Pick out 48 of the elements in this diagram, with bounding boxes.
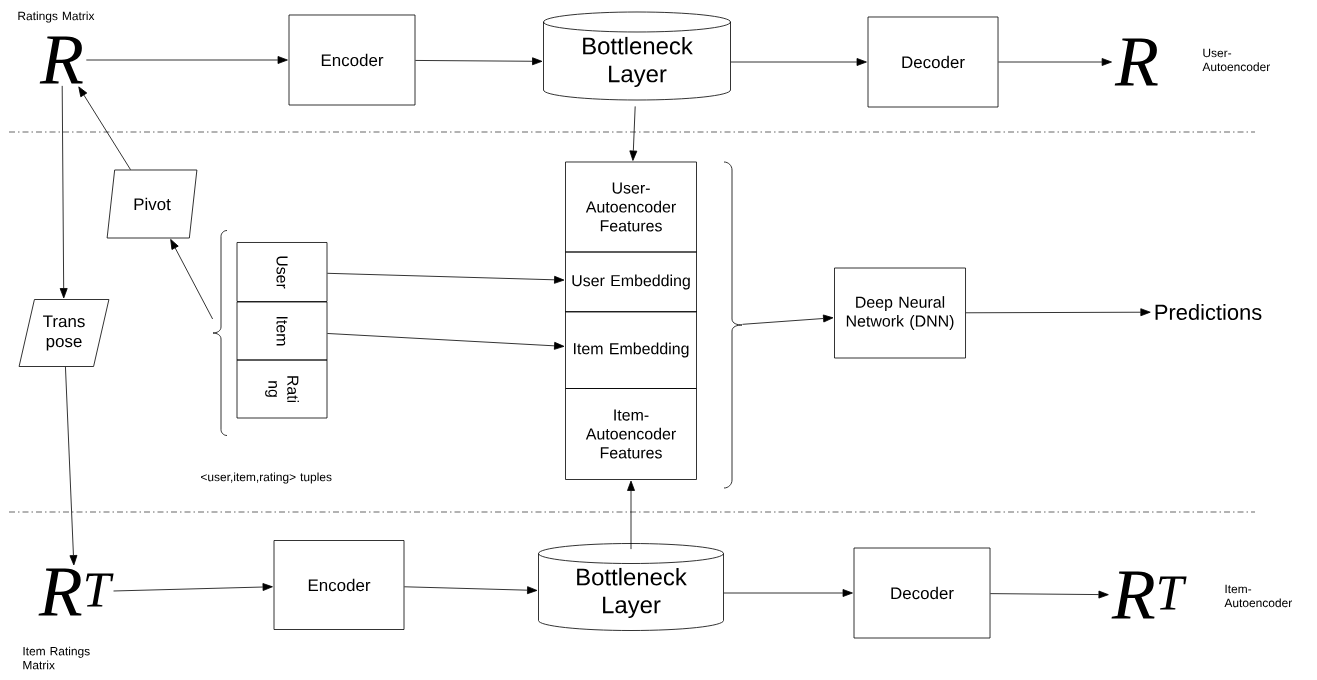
node-label: Bottleneck Layer bbox=[577, 567, 687, 619]
parallelogram-box: Trans pose bbox=[18, 299, 110, 367]
caption-text: Ratings Matrix bbox=[18, 11, 95, 23]
arrow bbox=[730, 58, 867, 66]
parallelogram-box: Pivot bbox=[106, 169, 198, 239]
arrow bbox=[327, 272, 565, 284]
arrow bbox=[723, 589, 853, 597]
arrow bbox=[742, 314, 834, 325]
curly-bracket bbox=[723, 161, 743, 489]
matrix-symbol: R$^{T}$ bbox=[1111, 571, 1187, 619]
arrow bbox=[65, 366, 78, 566]
process-box: User- Autoencoder Features bbox=[565, 161, 697, 253]
matrix-symbol: R bbox=[1114, 38, 1158, 86]
caption-text: User- Autoencoder bbox=[1202, 48, 1270, 72]
cylinder-box: Bottleneck Layer bbox=[538, 543, 724, 631]
matrix-symbol: R bbox=[39, 36, 83, 84]
arrow bbox=[78, 86, 131, 170]
arrow bbox=[415, 57, 543, 66]
table-cell: Rati ng bbox=[236, 359, 328, 419]
curly-bracket bbox=[212, 230, 228, 436]
node-label: Bottleneck Layer bbox=[583, 36, 693, 88]
caption-text: Item Ratings Matrix bbox=[23, 646, 90, 670]
process-box: User Embedding bbox=[565, 251, 697, 313]
process-box: Item- Autoencoder Features bbox=[565, 388, 697, 480]
table-cell: Item bbox=[236, 301, 328, 361]
arrow bbox=[59, 85, 68, 299]
arrow bbox=[998, 58, 1112, 66]
arrow bbox=[629, 106, 638, 161]
arrow bbox=[170, 239, 213, 320]
caption-text: <user,item,rating> tuples bbox=[201, 472, 332, 484]
process-box: Decoder bbox=[853, 547, 991, 639]
process-box: Encoder bbox=[273, 540, 405, 630]
process-box: Decoder bbox=[867, 16, 999, 108]
arrow bbox=[965, 308, 1151, 317]
arrow bbox=[85, 56, 288, 64]
arrow bbox=[990, 590, 1109, 599]
cylinder-box: Bottleneck Layer bbox=[543, 11, 731, 101]
matrix-symbol: R$^{T}$ bbox=[38, 568, 114, 616]
process-box: Encoder bbox=[288, 14, 416, 106]
arrow bbox=[113, 583, 273, 592]
arrow bbox=[404, 586, 538, 595]
process-box: Deep Neural Network (DNN) bbox=[834, 267, 966, 359]
arrow bbox=[627, 480, 635, 550]
output-text: Predictions bbox=[1155, 303, 1262, 321]
process-box: Item Embedding bbox=[565, 311, 697, 389]
table-cell: User bbox=[236, 242, 328, 302]
caption-text: Item- Autoencoder bbox=[1224, 584, 1292, 608]
arrow bbox=[327, 333, 565, 350]
